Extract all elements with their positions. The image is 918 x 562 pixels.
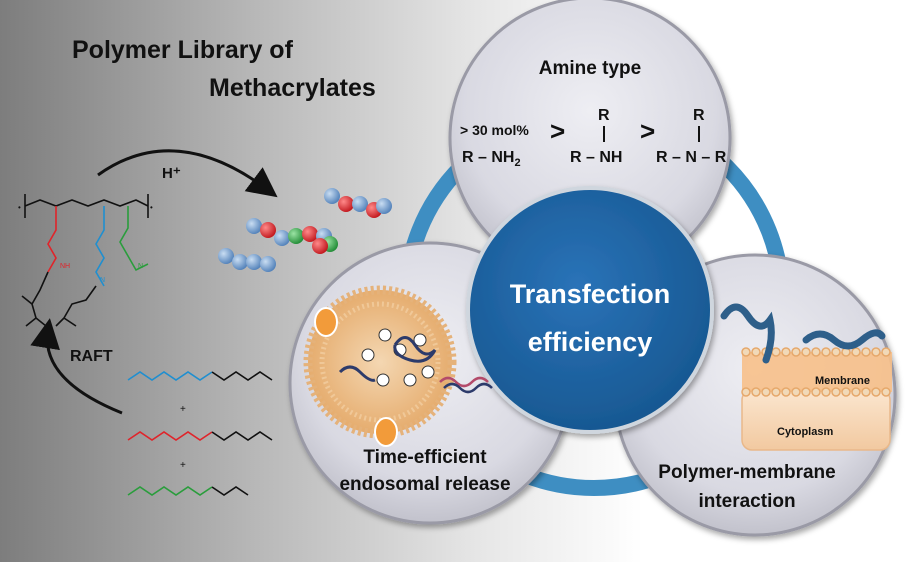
cytoplasm-label: Cytoplasm [777,426,833,438]
membrane-label: Membrane [815,375,870,387]
library-title-line1: Polymer Library of [72,36,293,64]
threshold-text: > 30 mol% [460,122,529,138]
monomer-red [127,431,273,441]
svg-text:N: N [100,277,105,284]
monomer-blue [127,371,273,381]
amine-type-title: Amine type [538,58,642,79]
monomer-green [127,486,249,496]
protonation-arrow [97,149,278,198]
cytoplasm-box [741,389,891,451]
polymer-membrane-label: Polymer-membrane interaction [632,458,862,516]
library-title-line2: Methacrylates [209,74,376,102]
proton-pump-icon [374,417,398,447]
transfection-efficiency-label: Transfection efficiency [480,270,700,366]
secondary-amine: R – NH [570,149,622,166]
proton-pump-icon [314,307,338,337]
greater-than-2: > [640,116,655,146]
polymer-membrane-line1: Polymer-membrane [658,462,836,483]
primary-amine: R – NH2 [462,149,521,169]
endosomal-line2: endosomal release [339,474,511,495]
svg-text:N: N [138,263,143,270]
plus-sign: + [180,404,186,415]
endosomal-release-label: Time-efficient endosomal release [305,444,545,498]
bead-chains [218,188,392,272]
membrane-illustration: Membrane Cytoplasm [720,303,892,451]
raft-arrow [30,318,123,415]
polymer-chain-icon [802,329,886,350]
center-line2: efficiency [527,327,653,357]
svg-text:NH: NH [60,263,70,270]
center-line1: Transfection [509,279,671,309]
svg-text:•: • [18,203,21,212]
polymer-structure: • • NH N N [18,194,153,327]
polymer-chain-icon [720,303,775,364]
greater-than-1: > [550,116,565,146]
plus-sign: + [180,460,186,471]
transfection-core-circle [466,186,714,434]
tertiary-amine: R – N – R [656,149,727,166]
secondary-amine-r: R [598,107,610,124]
proton-label: H⁺ [162,165,181,182]
endosome-illustration [303,285,493,447]
endosomal-line1: Time-efficient [363,447,487,468]
svg-text:•: • [150,203,153,212]
tertiary-amine-r: R [693,107,705,124]
polymer-membrane-line2: interaction [698,491,796,512]
raft-label: RAFT [70,348,113,365]
amine-formulas: > 30 mol% R – NH2 > R R – NH > R R – N –… [460,107,727,169]
